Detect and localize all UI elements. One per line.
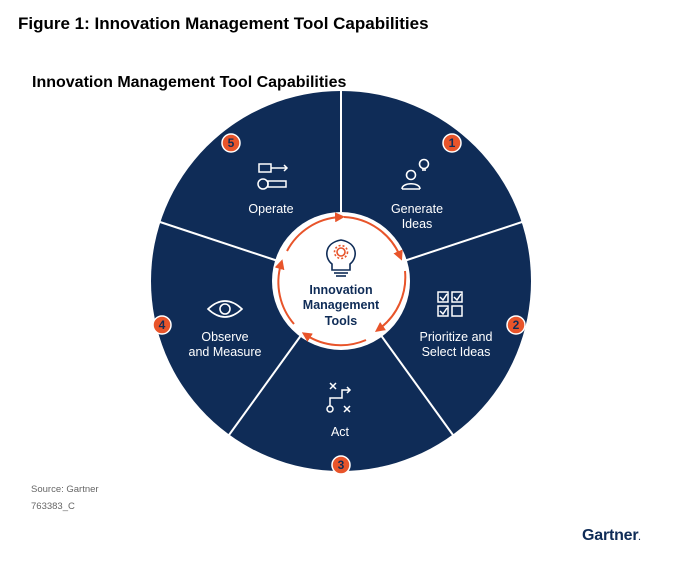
person-idea-icon bbox=[401, 158, 430, 190]
segment-2-label-line2: Select Ideas bbox=[422, 345, 491, 359]
gartner-logo: Gartner. bbox=[582, 527, 641, 544]
segment-1-label-line1: Generate bbox=[391, 202, 443, 216]
eye-icon bbox=[206, 300, 244, 318]
badge-4-number: 4 bbox=[159, 318, 166, 332]
badge-1-number: 1 bbox=[449, 136, 456, 150]
checklist-icon bbox=[437, 291, 463, 317]
segment-2-label-line1: Prioritize and bbox=[420, 330, 493, 344]
center-label-line1: Innovation bbox=[309, 283, 372, 297]
badge-5-number: 5 bbox=[228, 136, 235, 150]
badge-2-number: 2 bbox=[513, 318, 520, 332]
badge-4: 4 bbox=[152, 315, 172, 335]
center-label-line3: Tools bbox=[325, 314, 357, 328]
badge-5: 5 bbox=[221, 133, 241, 153]
segment-3-label-line1: Act bbox=[331, 425, 350, 439]
path-route-icon bbox=[326, 382, 352, 413]
source-note: Source: Gartner bbox=[31, 484, 99, 495]
segment-dividers bbox=[159, 91, 523, 436]
lightbulb-gear-icon bbox=[326, 239, 356, 277]
cycle-arrows bbox=[274, 212, 407, 347]
center-label-line2: Management bbox=[303, 298, 380, 312]
segment-4-label-line2: and Measure bbox=[189, 345, 262, 359]
center-hub bbox=[272, 212, 410, 350]
logo-text: Gartner bbox=[582, 527, 639, 544]
figure-title: Figure 1: Innovation Management Tool Cap… bbox=[18, 14, 429, 33]
badge-3-number: 3 bbox=[338, 458, 345, 472]
segment-1-label-line2: Ideas bbox=[402, 217, 433, 231]
wrench-sliders-icon bbox=[257, 163, 289, 190]
segment-4-label-line1: Observe bbox=[201, 330, 248, 344]
badge-1: 1 bbox=[442, 133, 462, 153]
segment-5-label-line1: Operate bbox=[248, 202, 293, 216]
figure-code: 763383_C bbox=[31, 501, 75, 512]
chart-title: Innovation Management Tool Capabilities bbox=[32, 74, 347, 91]
badge-3: 3 bbox=[331, 455, 351, 475]
badge-2: 2 bbox=[506, 315, 526, 335]
